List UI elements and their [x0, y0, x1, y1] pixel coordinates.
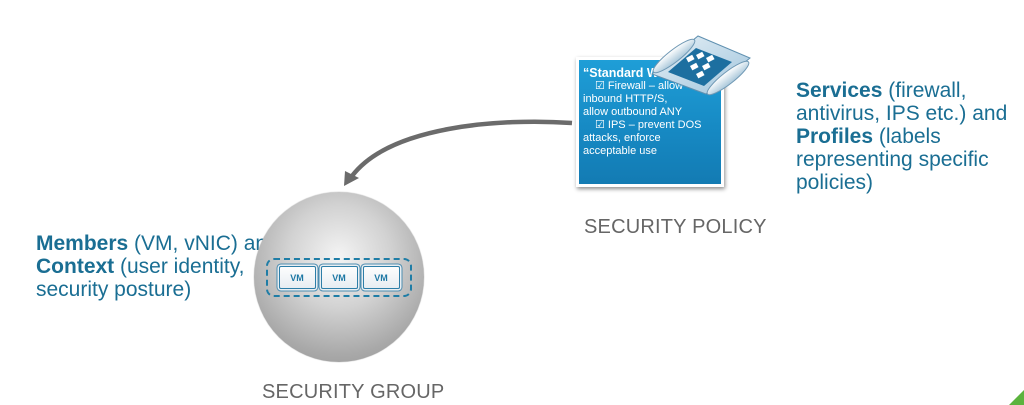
- policy-card-line: ☑ IPS – prevent DOS: [595, 119, 702, 131]
- members-description: Members (VM, vNIC) and Context (user ide…: [36, 232, 286, 301]
- services-text-2: (labels representing specific policies): [796, 125, 989, 194]
- profiles-keyword: Profiles: [796, 125, 874, 148]
- services-description: Services (firewall, antivirus, IPS etc.)…: [796, 79, 1024, 194]
- security-policy-caption: SECURITY POLICY: [584, 216, 767, 238]
- services-keyword: Services: [796, 79, 883, 102]
- policy-card-line: inbound HTTP/S,: [583, 93, 668, 105]
- policy-card-line: ☑ Firewall – allow: [595, 80, 684, 92]
- arrow-path: [350, 119, 573, 178]
- vm-icon: VM: [362, 266, 400, 289]
- members-keyword: Members: [36, 232, 129, 255]
- services-text-1: (firewall, antivirus, IPS etc.) and: [796, 79, 1008, 125]
- security-group-caption: SECURITY GROUP: [262, 381, 445, 403]
- policy-card-line: attacks, enforce: [583, 132, 661, 144]
- vm-icon: VM: [278, 266, 316, 289]
- policy-card-line: allow outbound ANY: [583, 106, 683, 118]
- policy-scroll-icon: [651, 35, 751, 96]
- policy-card-line: acceptable use: [583, 145, 657, 157]
- context-keyword: Context: [36, 255, 115, 278]
- vm-icon: VM: [320, 266, 358, 289]
- members-text-1: (VM, vNIC) and: [128, 232, 279, 255]
- members-text-2: (user identity, security posture): [36, 255, 245, 301]
- vm-group-box: VM VM VM: [266, 258, 412, 297]
- arrow-head: [344, 171, 359, 186]
- corner-accent: [1009, 390, 1024, 405]
